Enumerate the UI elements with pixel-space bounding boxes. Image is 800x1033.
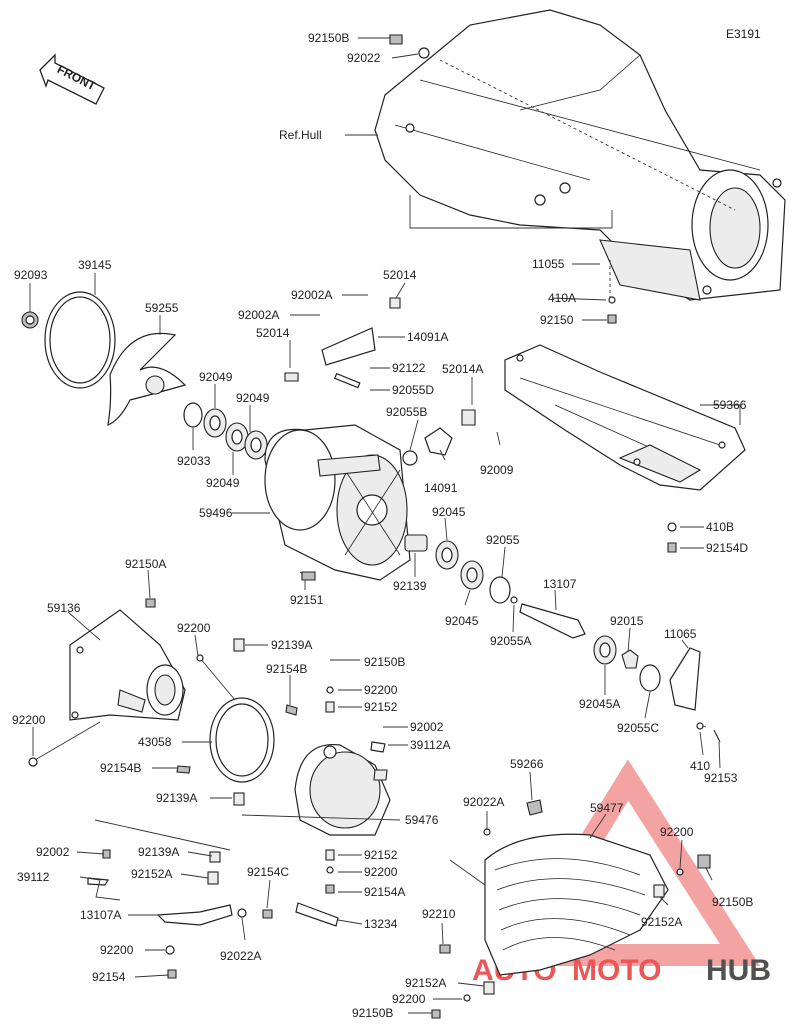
label-59476: 59476 xyxy=(405,813,439,827)
label-92153: 92153 xyxy=(704,771,738,785)
label-92049-c: 92049 xyxy=(206,476,240,490)
label-92015: 92015 xyxy=(610,614,644,628)
label-92200-g: 92200 xyxy=(392,992,426,1006)
label-92154: 92154 xyxy=(92,970,126,984)
label-92151: 92151 xyxy=(290,593,324,607)
label-92210: 92210 xyxy=(422,907,456,921)
watermark-moto: MOTO xyxy=(572,954,661,987)
label-92152A-a: 92152A xyxy=(131,867,172,881)
label-92033: 92033 xyxy=(177,454,211,468)
label-59255: 59255 xyxy=(145,301,179,315)
label-52014-a: 52014 xyxy=(383,268,417,282)
label-92055B: 92055B xyxy=(386,405,427,419)
label-92055: 92055 xyxy=(486,533,520,547)
leader-lines xyxy=(29,37,741,1014)
label-92002-b: 92002 xyxy=(36,845,70,859)
label-92154C: 92154C xyxy=(247,865,289,879)
label-59266: 59266 xyxy=(510,757,544,771)
label-13107A: 13107A xyxy=(80,908,121,922)
label-92122: 92122 xyxy=(392,361,426,375)
label-52014-b: 52014 xyxy=(256,326,290,340)
label-92150A: 92150A xyxy=(125,557,166,571)
label-59477: 59477 xyxy=(590,801,624,815)
label-92049-a: 92049 xyxy=(199,370,233,384)
impeller-group xyxy=(21,291,268,460)
label-39145: 39145 xyxy=(78,258,112,272)
label-92200-f: 92200 xyxy=(100,943,134,957)
label-92022-top: 92022 xyxy=(347,51,381,65)
label-92152A-c: 92152A xyxy=(405,976,446,990)
watermark-hub: HUB xyxy=(706,954,771,987)
label-92049-b: 92049 xyxy=(236,391,270,405)
small-hardware-drawing xyxy=(389,34,677,553)
reverse-bucket-drawing xyxy=(294,686,391,894)
label-92200-e: 92200 xyxy=(364,865,398,879)
nozzle-drawing xyxy=(28,598,236,767)
label-92150B-r: 92150B xyxy=(712,895,753,909)
label-92009: 92009 xyxy=(480,463,514,477)
label-13234: 13234 xyxy=(364,917,398,931)
label-92022A-a: 92022A xyxy=(463,795,504,809)
label-92002A-a: 92002A xyxy=(291,288,332,302)
label-92055C: 92055C xyxy=(617,721,659,735)
label-92045A: 92045A xyxy=(579,697,620,711)
diagram-code: E3191 xyxy=(726,27,761,41)
label-92093: 92093 xyxy=(14,268,48,282)
label-92002A-b: 92002A xyxy=(238,308,279,322)
label-59366: 59366 xyxy=(713,398,747,412)
label-59136: 59136 xyxy=(47,601,81,615)
label-13107: 13107 xyxy=(543,577,577,591)
label-92200-b: 92200 xyxy=(364,683,398,697)
label-92150B-mid: 92150B xyxy=(364,655,405,669)
ride-plate-drawing xyxy=(504,344,746,491)
label-92045-a: 92045 xyxy=(432,505,466,519)
cover-drawing xyxy=(431,799,711,1019)
label-92152-a: 92152 xyxy=(364,700,398,714)
label-39112A: 39112A xyxy=(410,738,450,752)
reverse-ring-drawing xyxy=(176,638,298,806)
label-52014A: 52014A xyxy=(442,362,483,376)
label-92154B-b: 92154B xyxy=(100,761,141,775)
label-11055: 11055 xyxy=(532,257,565,271)
label-92045-b: 92045 xyxy=(445,614,479,628)
label-92150B-bot: 92150B xyxy=(352,1006,393,1020)
label-92154D: 92154D xyxy=(706,541,748,555)
label-92152A-b: 92152A xyxy=(641,915,682,929)
label-59496: 59496 xyxy=(199,506,233,520)
linkage-drawing xyxy=(87,849,339,979)
label-92200-c: 92200 xyxy=(12,713,46,727)
label-92139: 92139 xyxy=(393,579,427,593)
label-92152-b: 92152 xyxy=(364,848,398,862)
label-14091: 14091 xyxy=(424,481,458,495)
label-410A: 410A xyxy=(548,291,576,305)
label-92200-a: 92200 xyxy=(177,621,211,635)
label-92002-a: 92002 xyxy=(410,720,444,734)
label-92150-mid: 92150 xyxy=(540,313,574,327)
label-43058: 43058 xyxy=(138,735,172,749)
label-14091A: 14091A xyxy=(407,330,448,344)
label-92200-d: 92200 xyxy=(660,825,694,839)
label-92022A-b: 92022A xyxy=(220,949,261,963)
label-92154A: 92154A xyxy=(364,885,405,899)
shaft-assembly-drawing xyxy=(404,534,721,743)
label-39112: 39112 xyxy=(17,870,50,884)
label-92139A-b: 92139A xyxy=(156,791,197,805)
label-92150B-top: 92150B xyxy=(308,31,349,45)
label-11065: 11065 xyxy=(664,627,697,641)
label-92154B-a: 92154B xyxy=(266,662,307,676)
part-labels: 92150B 92022 Ref.Hull 11055 410A 92150 5… xyxy=(12,31,753,1020)
label-92055A: 92055A xyxy=(490,634,531,648)
hull-drawing xyxy=(374,9,786,301)
label-410: 410 xyxy=(690,759,710,773)
label-92139A-c: 92139A xyxy=(138,845,179,859)
label-92139A-a: 92139A xyxy=(271,638,312,652)
label-410B: 410B xyxy=(706,520,734,534)
front-arrow-icon: FRONT xyxy=(39,53,105,105)
pump-housing-drawing xyxy=(264,297,476,581)
label-ref-hull: Ref.Hull xyxy=(279,128,322,142)
label-92055D: 92055D xyxy=(392,383,434,397)
